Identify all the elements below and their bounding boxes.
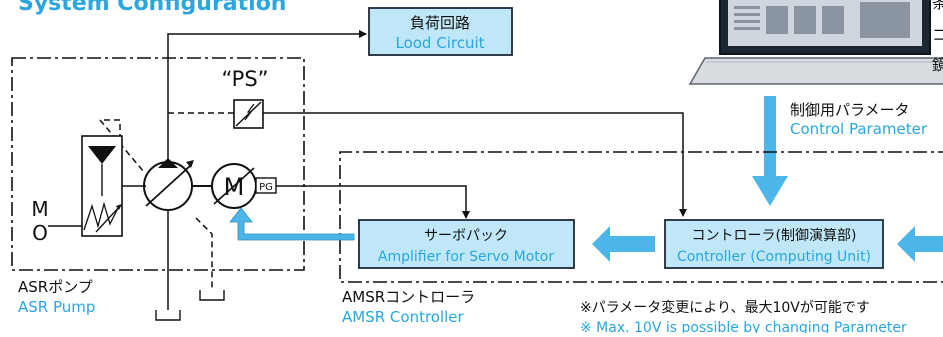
ps-signal-line	[263, 112, 687, 217]
ps-label: “PS”	[221, 67, 268, 91]
load-circuit-box: 負荷回路 Lood Circuit	[368, 7, 513, 56]
control-parameter-label-ja: 制御用パラメータ	[790, 101, 910, 119]
asr-pump-region	[11, 57, 305, 271]
servo-motor-icon: M	[211, 163, 257, 209]
amsr-controller-label-en: AMSR Controller	[342, 308, 465, 326]
laptop-icon	[688, 0, 943, 85]
right-edge-text-1: 条	[932, 0, 943, 12]
controller-box: コントローラ(制御演算部) Controller (Computing Unit…	[664, 219, 884, 269]
pg-encoder-icon: PG	[255, 177, 277, 194]
regulator-valve-icon	[81, 135, 123, 237]
controller-label-ja: コントローラ(制御演算部)	[692, 228, 857, 244]
amsr-controller-region	[339, 151, 943, 283]
pump-icon	[143, 158, 194, 211]
control-parameter-arrow	[752, 96, 788, 206]
right-edge-text-3: 鏡	[932, 56, 943, 74]
input-to-controller-arrow	[897, 226, 943, 262]
asr-pump-label-ja: ASRポンプ	[18, 278, 93, 296]
pg-feedback-line	[276, 185, 470, 219]
servo-amp-label-ja: サーボパック	[424, 228, 508, 244]
controller-label-en: Controller (Computing Unit)	[677, 249, 871, 265]
servo-amp-label-en: Amplifier for Servo Motor	[378, 249, 554, 265]
mo-label-o: O	[32, 221, 48, 245]
note-ja: ※パラメータ変更により、最大10Vが可能です	[580, 299, 870, 316]
mo-label-m: M	[31, 197, 48, 221]
amsr-controller-label-ja: AMSRコントローラ	[342, 288, 475, 306]
amp-to-motor-arrow-shape	[229, 207, 355, 241]
right-edge-text-2: コ	[932, 26, 943, 44]
pg-label: PG	[259, 182, 273, 193]
load-circuit-label-ja: 負荷回路	[410, 14, 470, 32]
load-circuit-label-en: Lood Circuit	[395, 34, 484, 52]
servo-amplifier-box: サーボパック Amplifier for Servo Motor	[358, 219, 575, 269]
load-line	[167, 30, 367, 160]
note-en: ※ Max. 10V is possible by changing Param…	[580, 320, 907, 333]
asr-pump-label-en: ASR Pump	[18, 298, 95, 316]
control-parameter-label-en: Control Parameter	[790, 120, 928, 138]
controller-to-amp-arrow	[592, 226, 655, 262]
page-title: System Configuration	[18, 0, 286, 16]
pressure-sensor-icon	[233, 99, 264, 129]
